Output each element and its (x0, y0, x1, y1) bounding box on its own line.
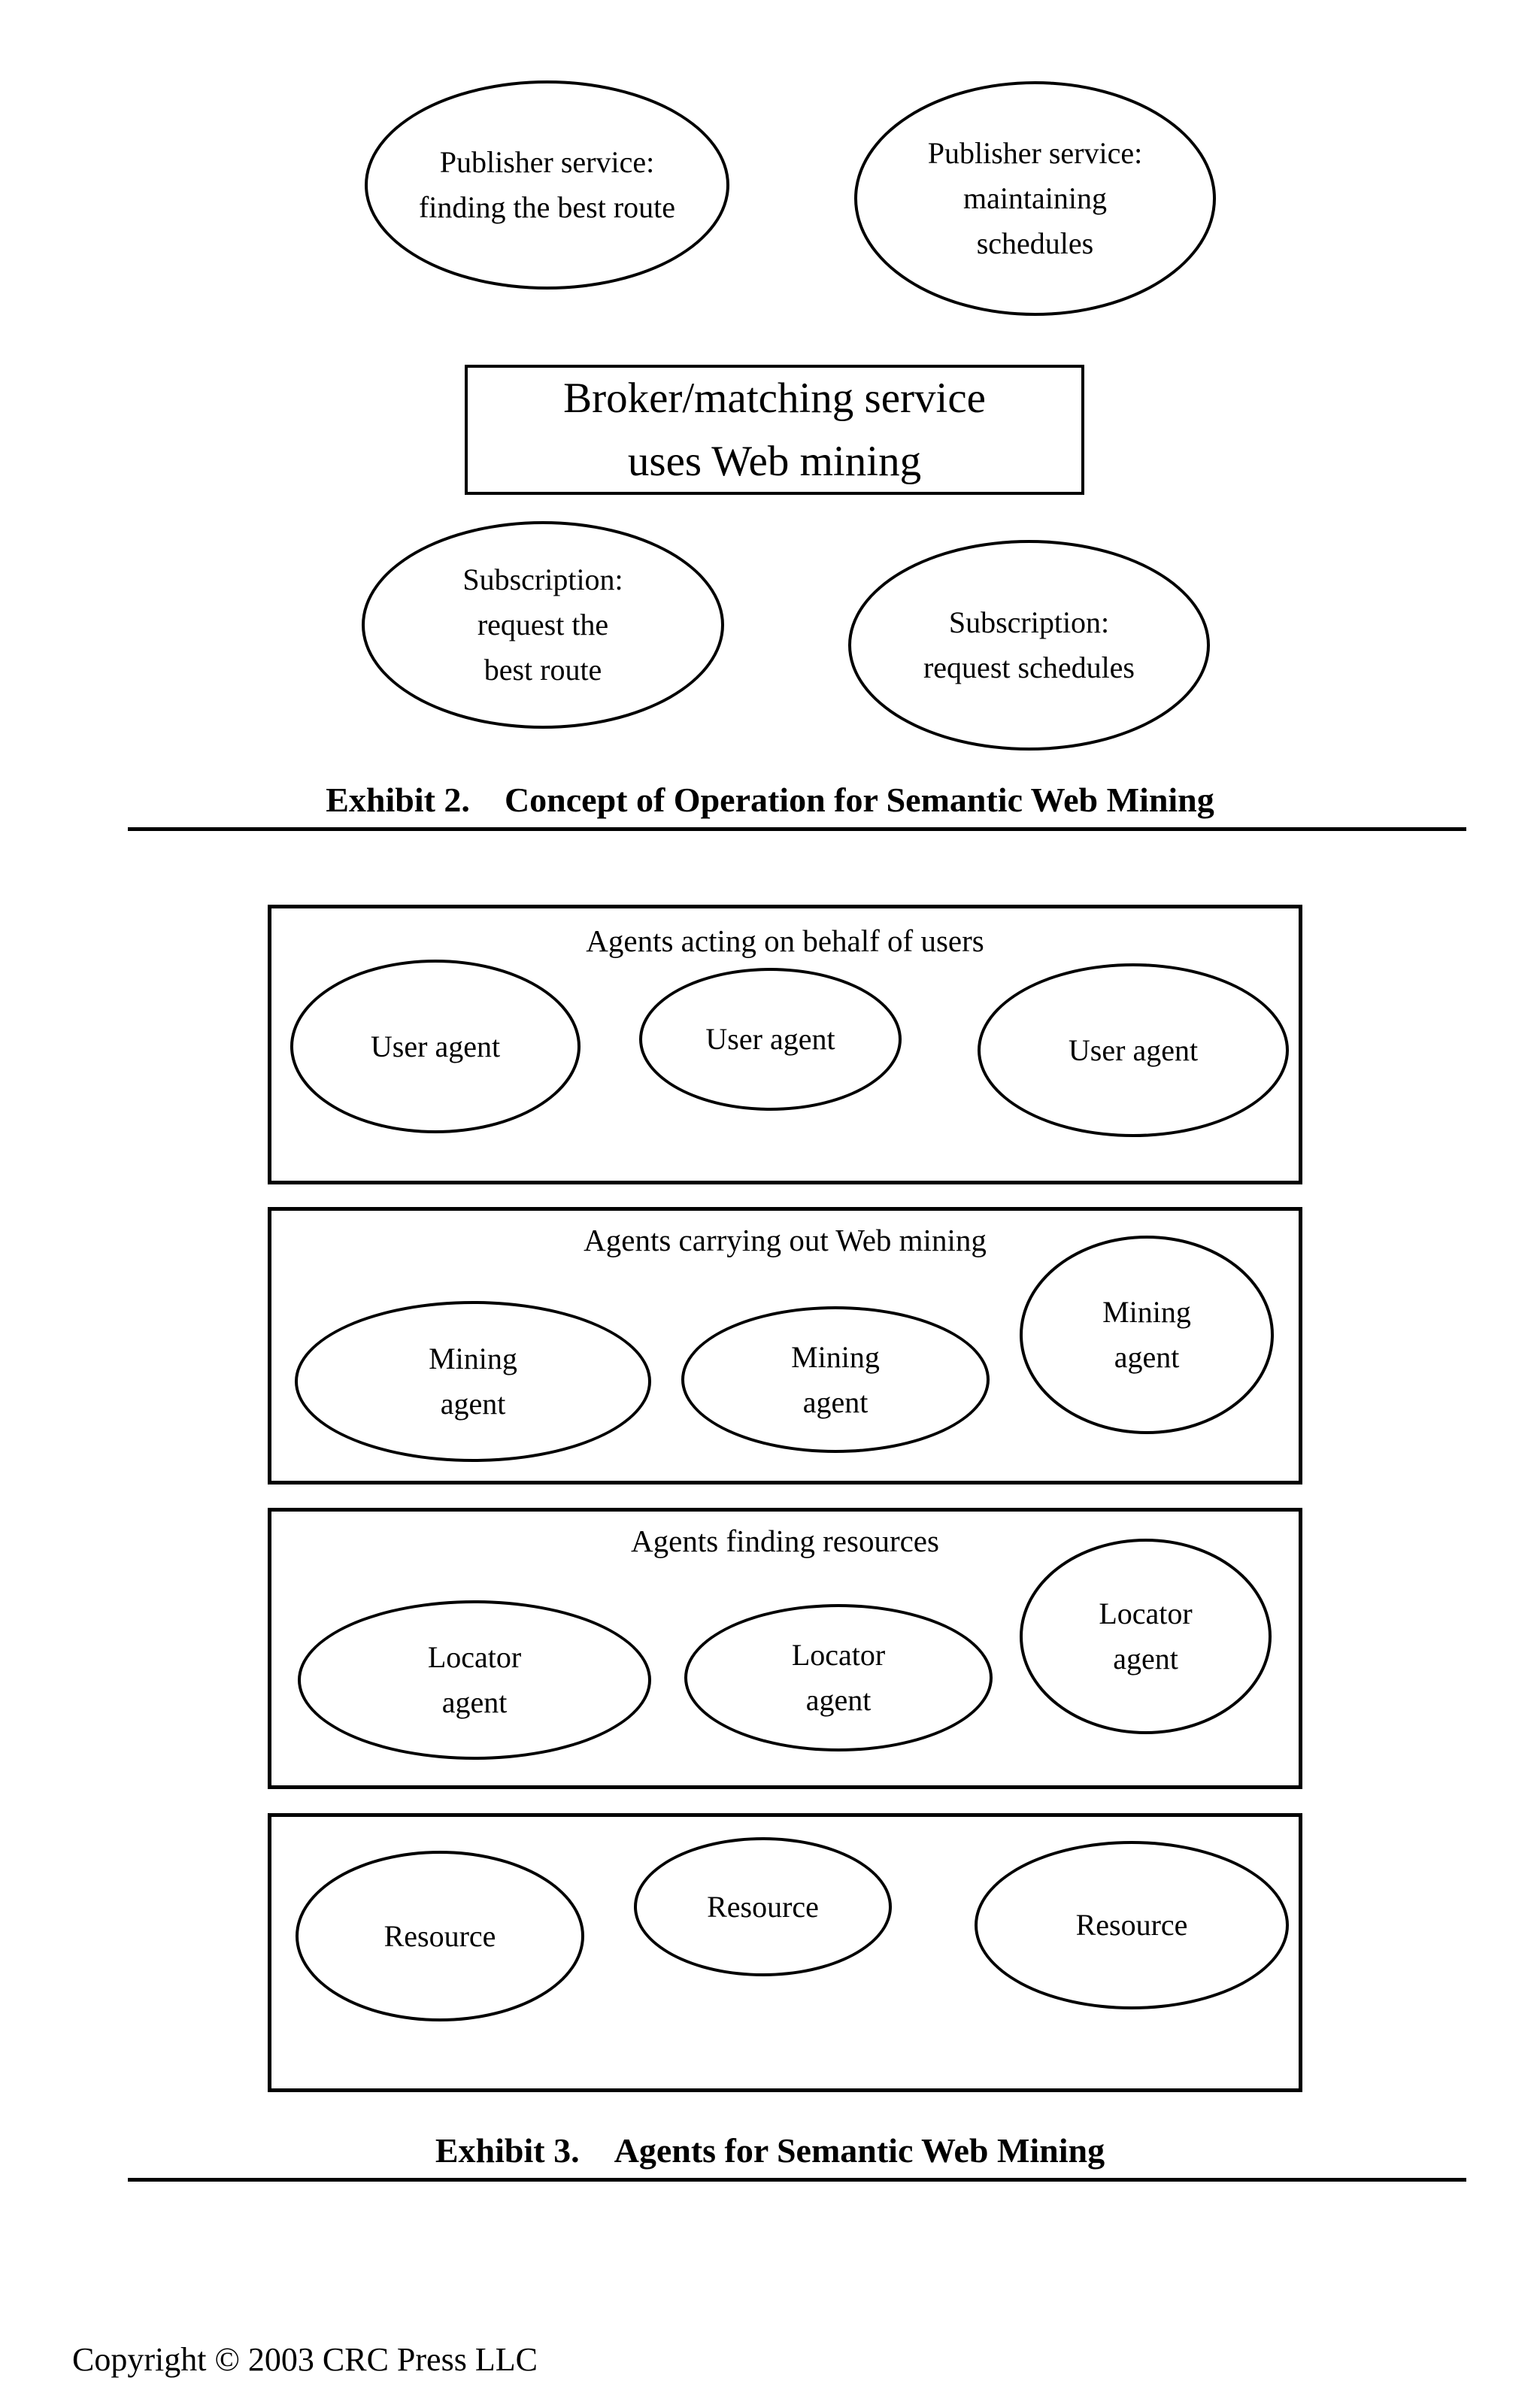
locator-agent-ellipse-2: Locator agent (684, 1604, 993, 1751)
publisher-route-ellipse: Publisher service: finding the best rout… (365, 80, 729, 290)
agents-mining-title: Agents carrying out Web mining (584, 1223, 987, 1257)
locator-agent-ellipse-3: Locator agent (1020, 1539, 1272, 1734)
exhibit2-divider (128, 827, 1466, 831)
copyright-text: Copyright © 2003 CRC Press LLC (72, 2341, 538, 2378)
broker-label-line: Broker/matching service (563, 374, 986, 422)
mining-agent-ellipse-3: Mining agent (1020, 1236, 1274, 1434)
user-agent-ellipse-1: User agent (290, 960, 581, 1133)
resources-box: Resource Resource Resource (268, 1813, 1302, 2092)
node-label-line: agent (1114, 1340, 1180, 1374)
exhibit2-caption: Exhibit 2. Concept of Operation for Seman… (0, 779, 1540, 821)
node-label-line: User agent (705, 1022, 835, 1056)
exhibit2-caption-title: Concept of Operation for Semantic Web Mi… (504, 781, 1214, 819)
publisher-schedules-ellipse: Publisher service: maintaining schedules (854, 81, 1216, 316)
node-label-line: agent (440, 1387, 506, 1421)
node-label-line: schedules (976, 226, 1094, 260)
node-label-line: User agent (1068, 1033, 1199, 1067)
agents-locator-box: Agents finding resources Locator agent L… (268, 1508, 1302, 1789)
node-label-line: Mining (791, 1339, 880, 1374)
node-label-line: agent (1113, 1642, 1178, 1676)
exhibit3-caption-title: Agents for Semantic Web Mining (614, 2131, 1105, 2170)
exhibit2-caption-label: Exhibit 2. (326, 781, 470, 819)
node-label-line: finding the best route (418, 190, 676, 224)
node-label-line: Mining (1102, 1295, 1191, 1329)
resource-ellipse-3: Resource (975, 1841, 1289, 2009)
agents-locator-title: Agents finding resources (631, 1524, 939, 1558)
agents-users-box: Agents acting on behalf of users User ag… (268, 905, 1302, 1184)
locator-agent-ellipse-1: Locator agent (298, 1600, 651, 1760)
node-label-line: User agent (370, 1029, 501, 1063)
mining-agent-ellipse-1: Mining agent (295, 1301, 651, 1462)
node-label-line: Locator (427, 1640, 522, 1674)
node-label-line: maintaining (962, 181, 1108, 215)
agents-mining-box: Agents carrying out Web mining Mining ag… (268, 1207, 1302, 1485)
node-label-line: Subscription: (462, 563, 623, 596)
subscription-schedules-ellipse: Subscription: request schedules (848, 540, 1210, 751)
node-label-line: Mining (429, 1342, 517, 1375)
node-label-line: Locator (1099, 1597, 1193, 1630)
node-label-line: best route (484, 653, 602, 687)
broker-label-line: uses Web mining (627, 437, 922, 485)
node-label-line: agent (802, 1384, 869, 1419)
node-label-line: Locator (791, 1638, 886, 1672)
subscription-route-ellipse: Subscription: request the best route (362, 521, 724, 729)
exhibit3-caption-label: Exhibit 3. (435, 2131, 580, 2170)
resource-ellipse-2: Resource (634, 1837, 892, 1976)
mining-agent-ellipse-2: Mining agent (681, 1306, 990, 1453)
user-agent-ellipse-2: User agent (639, 968, 902, 1111)
broker-box: Broker/matching service uses Web mining (465, 365, 1084, 495)
resource-ellipse-1: Resource (296, 1851, 584, 2021)
exhibit3-divider (128, 2178, 1466, 2182)
node-label-line: request the (477, 608, 609, 641)
node-label-line: Resource (1075, 1908, 1188, 1942)
node-label-line: agent (805, 1683, 872, 1717)
exhibit3-caption: Exhibit 3. Agents for Semantic Web Mining (0, 2130, 1540, 2172)
agents-users-title: Agents acting on behalf of users (586, 923, 984, 958)
node-label-line: Resource (383, 1918, 496, 1953)
user-agent-ellipse-3: User agent (978, 963, 1289, 1137)
node-label-line: agent (441, 1685, 508, 1719)
node-label-line: request schedules (923, 651, 1135, 684)
node-label-line: Resource (707, 1889, 819, 1924)
node-label-line: Subscription: (948, 605, 1110, 639)
node-label-line: Publisher service: (439, 145, 655, 179)
node-label-line: Publisher service: (927, 136, 1143, 170)
